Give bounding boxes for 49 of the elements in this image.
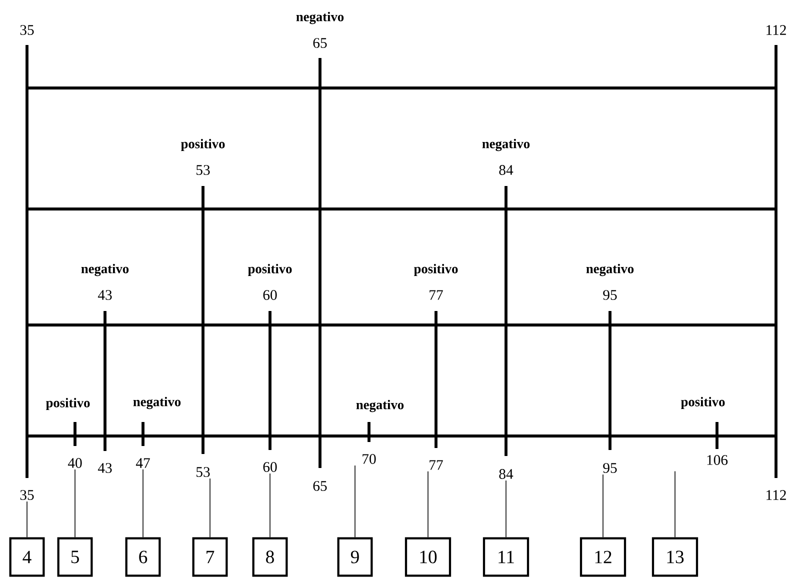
tick-label: 77 [427, 458, 445, 472]
tick-label: 43 [96, 462, 114, 474]
number-box: 9 [337, 537, 373, 577]
sign-label: negativo [80, 262, 130, 278]
number-box: 8 [252, 537, 288, 577]
tick-label: 84 [497, 468, 515, 480]
sign-label: positivo [179, 138, 227, 152]
tick-label: 47 [134, 456, 152, 470]
sign-label: negativo [584, 262, 636, 278]
number-box: 12 [580, 537, 626, 577]
tick-label: 70 [360, 452, 378, 466]
sign-label: negativo [132, 396, 182, 410]
sign-label: negativo [480, 138, 532, 152]
number-box: 10 [404, 537, 452, 577]
tick-label: 60 [261, 288, 279, 302]
tick-label: 35 [18, 24, 36, 36]
tick-label: 84 [497, 164, 515, 176]
leader-line [354, 465, 356, 538]
tick-label: 95 [601, 462, 619, 474]
tick-label: 95 [601, 288, 619, 302]
sign-label: positivo [246, 262, 294, 278]
tick-label: 40 [66, 456, 84, 470]
sign-label: positivo [44, 396, 92, 412]
tick-label: 77 [427, 288, 445, 302]
tick-label: 106 [704, 454, 730, 466]
number-box: 7 [192, 537, 228, 577]
number-box: 11 [482, 537, 530, 577]
sign-label: negativo [294, 10, 346, 26]
leader-line [674, 470, 676, 538]
sign-label: positivo [679, 396, 727, 410]
number-box: 6 [125, 537, 161, 577]
sign-label: negativo [354, 398, 406, 414]
tick-label: 35 [18, 488, 36, 502]
leader-line [26, 501, 28, 538]
number-box: 13 [652, 537, 698, 577]
tick-label: 60 [261, 460, 279, 474]
number-box: 4 [9, 537, 45, 577]
tick-label: 53 [194, 466, 212, 478]
tick-label: 53 [194, 164, 212, 176]
tick-label: 112 [764, 488, 788, 502]
tick-label: 43 [96, 288, 114, 302]
tick-label: 65 [311, 480, 329, 492]
leader-line [74, 469, 76, 538]
tick-label: 112 [764, 24, 788, 36]
leader-line [602, 474, 604, 538]
number-box: 5 [57, 537, 93, 577]
tick-label: 65 [311, 36, 329, 50]
leader-line [142, 469, 144, 538]
sign-label: positivo [412, 262, 460, 278]
